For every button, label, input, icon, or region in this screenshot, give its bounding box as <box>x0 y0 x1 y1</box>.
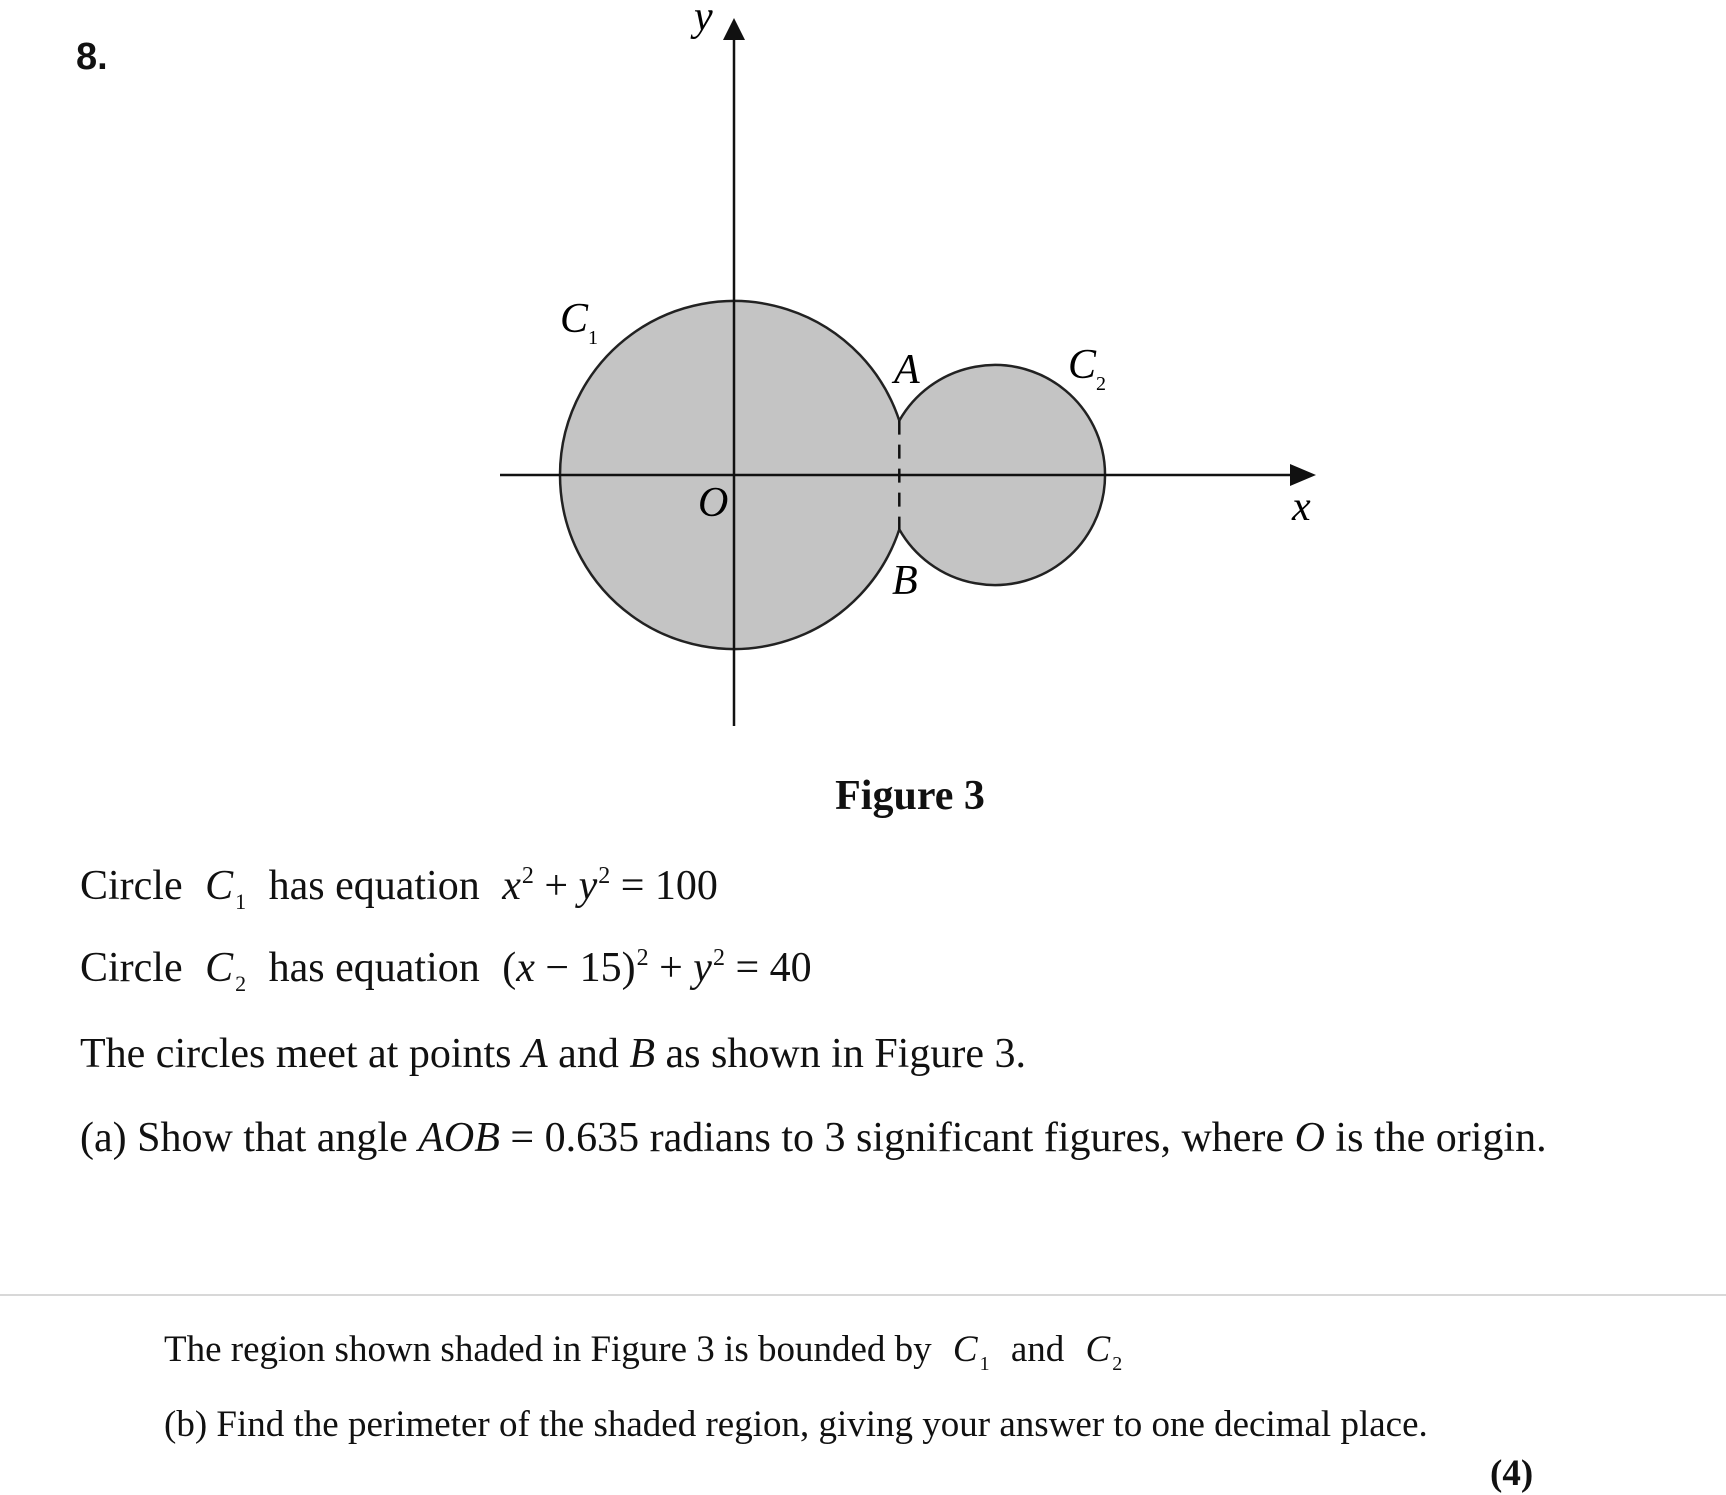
region-statement: The region shown shaded in Figure 3 is b… <box>164 1329 1123 1375</box>
circle1-label: C1 <box>560 296 598 349</box>
part-a-question: (a) Show that angle AOB = 0.635 radians … <box>80 1115 1547 1161</box>
intersection-statement: The circles meet at points A and B as sh… <box>80 1031 1026 1077</box>
circle2-label: C2 <box>1068 342 1106 395</box>
question-number: 8. <box>76 36 108 78</box>
marks-allocation: (4) <box>1490 1453 1534 1494</box>
point-a-label: A <box>891 347 920 393</box>
y-axis-label: y <box>690 0 713 40</box>
circle2-equation: Circle C2 has equation (x − 15)2 + y2 = … <box>80 945 812 996</box>
x-axis-label: x <box>1291 484 1311 530</box>
origin-label: O <box>698 480 728 526</box>
x-axis-arrow <box>1290 464 1316 486</box>
y-axis-arrow <box>723 18 745 40</box>
circle1-equation: Circle C1 has equation x2 + y2 = 100 <box>80 863 718 914</box>
answer-space-divider <box>0 1294 1726 1296</box>
part-b-question: (b) Find the perimeter of the shaded reg… <box>164 1404 1428 1445</box>
point-b-label: B <box>892 558 918 604</box>
figure-3: y x O A B C1 C2 <box>500 0 1316 726</box>
figure-caption: Figure 3 <box>835 773 985 819</box>
